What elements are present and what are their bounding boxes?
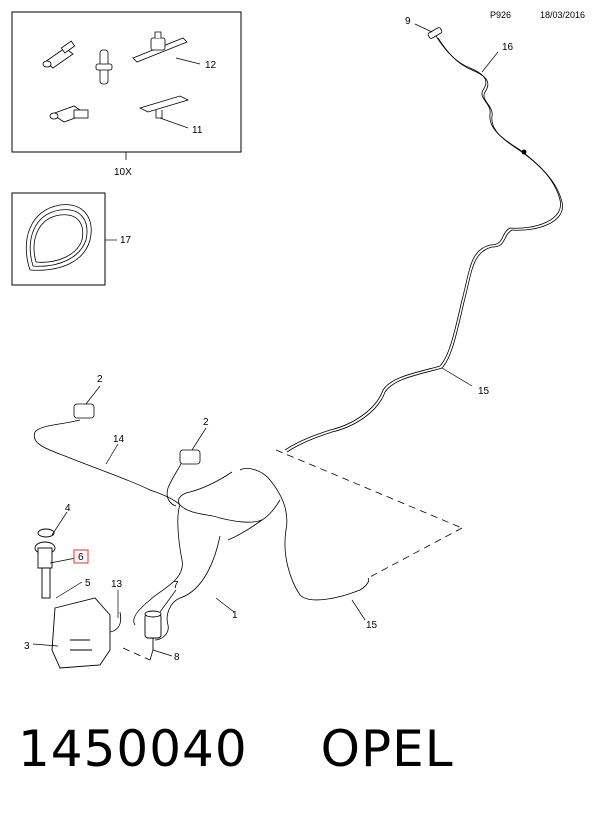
part-number: 1450040	[18, 720, 248, 778]
callout-13: 13	[111, 579, 123, 590]
t-connector-icon	[95, 49, 113, 85]
callout-16: 16	[502, 42, 514, 53]
nozzle-connector-icon	[49, 105, 89, 123]
callout-11: 11	[192, 125, 203, 136]
washer-pump-icon	[144, 610, 162, 650]
routing-dashed-lines	[122, 449, 463, 661]
callout-15b: 15	[366, 620, 378, 631]
callout-9: 9	[405, 16, 411, 27]
front-washer-hose	[33, 419, 370, 641]
callout-6: 6	[78, 552, 84, 563]
leader-lines	[32, 23, 499, 657]
hose-coil-inset	[11, 192, 117, 286]
hose-connector-icon	[42, 40, 76, 69]
callout-12: 12	[205, 60, 217, 71]
footer: 1450040 OPEL	[18, 714, 588, 784]
callout-5: 5	[85, 578, 91, 589]
date-label: 18/03/2016	[540, 10, 586, 20]
callout-15a: 15	[478, 386, 490, 397]
coiled-hose-icon	[25, 204, 92, 271]
washer-system-diagram: 9 16 12 11 10X 17 2 2 14 15 15 4 6 5 13 …	[11, 11, 563, 669]
reservoir-hoses	[109, 611, 154, 661]
callout-6-highlight	[73, 549, 89, 564]
hose-clip-11-icon	[138, 95, 190, 119]
callout-1: 1	[232, 610, 238, 621]
callout-8: 8	[174, 652, 180, 663]
callout-10x: 10X	[114, 167, 132, 178]
callout-7: 7	[173, 580, 179, 591]
rear-nozzle-connector-icon	[427, 27, 443, 39]
callout-4: 4	[65, 503, 71, 514]
washer-nozzle-icon	[73, 403, 201, 465]
brand-name: OPEL	[320, 720, 454, 778]
callout-3: 3	[24, 641, 30, 652]
parts-kit-inset	[11, 11, 242, 160]
washer-reservoir-icon	[34, 528, 111, 669]
callout-2b: 2	[203, 417, 209, 428]
rear-washer-hose	[284, 35, 563, 453]
callout-17: 17	[120, 235, 132, 246]
callout-14: 14	[113, 434, 125, 445]
hose-clip-12-icon	[132, 31, 188, 63]
callout-2a: 2	[97, 374, 103, 385]
page-code: P926	[490, 10, 512, 20]
